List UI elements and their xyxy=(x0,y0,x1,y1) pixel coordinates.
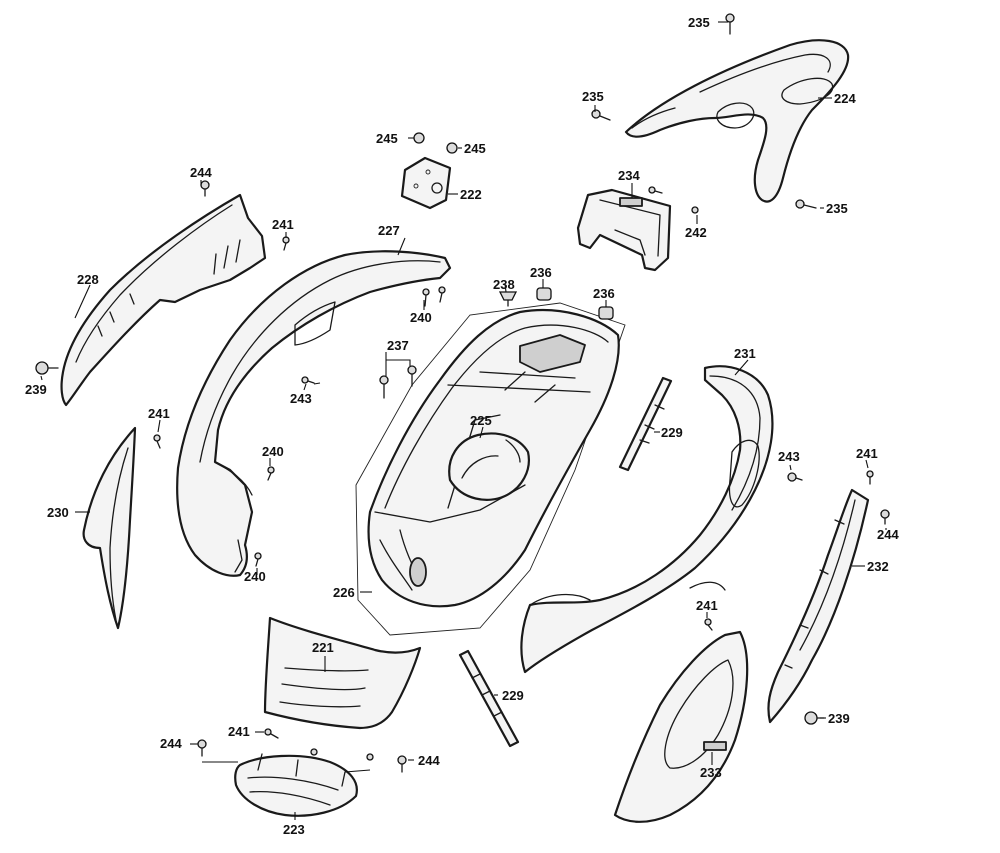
part-224-rear-carrier xyxy=(624,39,850,203)
label-225: 225 xyxy=(470,413,492,428)
label-239-right: 239 xyxy=(828,711,850,726)
label-238: 238 xyxy=(493,277,515,292)
label-244-bottom-right: 244 xyxy=(418,753,440,768)
label-233: 233 xyxy=(700,765,722,780)
part-221-panel xyxy=(263,616,422,730)
label-229-lower: 229 xyxy=(502,688,524,703)
label-241-right: 241 xyxy=(856,446,878,461)
label-224: 224 xyxy=(834,91,856,106)
label-239-left: 239 xyxy=(25,382,47,397)
part-227-body-cover xyxy=(176,250,452,577)
label-227: 227 xyxy=(378,223,400,238)
label-236-left: 236 xyxy=(530,265,552,280)
part-222-plate xyxy=(400,156,452,210)
label-221: 221 xyxy=(312,640,334,655)
part-232-side-strip xyxy=(767,488,870,724)
label-226: 226 xyxy=(333,585,355,600)
part-225-liner xyxy=(448,432,530,501)
label-243-left: 243 xyxy=(290,391,312,406)
part-223-trim xyxy=(234,753,358,817)
part-233-side-panel xyxy=(613,630,749,823)
label-229-upper: 229 xyxy=(661,425,683,440)
part-229-rod-upper xyxy=(618,376,673,472)
part-229-rod-lower xyxy=(458,649,520,748)
label-232: 232 xyxy=(867,559,889,574)
part-228-side-cover xyxy=(60,193,267,407)
label-244-top: 244 xyxy=(190,165,212,180)
label-234: 234 xyxy=(618,168,640,183)
part-234-bracket xyxy=(576,188,672,272)
label-240-middle: 240 xyxy=(262,444,284,459)
label-237: 237 xyxy=(387,338,409,353)
label-241-left: 241 xyxy=(148,406,170,421)
label-235-top: 235 xyxy=(688,15,710,30)
label-231: 231 xyxy=(734,346,756,361)
label-245-right: 245 xyxy=(464,141,486,156)
label-235-right: 235 xyxy=(826,201,848,216)
label-228: 228 xyxy=(77,272,99,287)
part-labels: 235 235 224 245 245 244 234 222 235 241 … xyxy=(25,15,899,837)
label-230: 230 xyxy=(47,505,69,520)
label-244-right: 244 xyxy=(877,527,899,542)
label-242: 242 xyxy=(685,225,707,240)
label-223: 223 xyxy=(283,822,305,837)
label-235-left: 235 xyxy=(582,89,604,104)
label-241-upper: 241 xyxy=(272,217,294,232)
label-245-left: 245 xyxy=(376,131,398,146)
part-230-side-panel xyxy=(82,426,137,630)
leader-lines xyxy=(40,21,887,820)
label-243-right: 243 xyxy=(778,449,800,464)
label-236-right: 236 xyxy=(593,286,615,301)
label-241-bottom: 241 xyxy=(228,724,250,739)
fasteners xyxy=(35,13,890,773)
label-240-lower: 240 xyxy=(244,569,266,584)
label-222: 222 xyxy=(460,187,482,202)
label-241-lower-right: 241 xyxy=(696,598,718,613)
label-244-bottom-left: 244 xyxy=(160,736,182,751)
label-240-upper: 240 xyxy=(410,310,432,325)
part-231-body-cover xyxy=(520,365,774,674)
